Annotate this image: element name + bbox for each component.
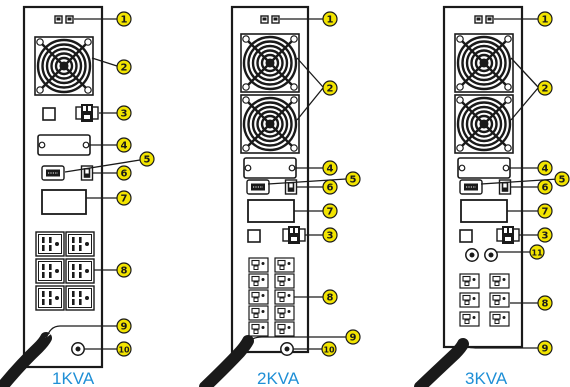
3kva-switch-icon[interactable] [459, 229, 473, 243]
model-label-2kva: 2KVA [257, 369, 300, 387]
3kva-outlet-icon[interactable] [489, 292, 510, 308]
1kva-label-plate [41, 189, 87, 215]
3kva-outlet-icon[interactable] [459, 311, 480, 327]
2kva-outlet-icon[interactable] [248, 305, 269, 321]
callout-number-6: 6 [327, 183, 334, 194]
1kva-snmp-slot-icon[interactable] [37, 134, 91, 156]
3kva-outlet-icon[interactable] [489, 311, 510, 327]
callout-number-5: 5 [144, 155, 151, 166]
callout-number-6: 6 [542, 183, 549, 194]
2kva-outlet-icon[interactable] [248, 273, 269, 289]
1kva-input-socket-icon[interactable] [75, 103, 99, 123]
2kva-callout-badges: 1 2 4 5 6 7 3 8 9 10 [321, 11, 361, 357]
1kva-breaker-icon[interactable] [71, 342, 85, 356]
callout-number-7: 7 [327, 207, 334, 218]
3kva-breaker-icon[interactable] [484, 248, 498, 262]
2kva-outlet-icon[interactable] [274, 273, 295, 289]
ups-2kva-panel: 1 2 4 5 6 7 3 8 9 10 2KVA [199, 5, 361, 387]
ups-3kva-panel: 1 2 4 5 6 7 3 11 8 9 3KVA [414, 5, 570, 387]
2kva-switch-icon[interactable] [247, 229, 261, 243]
1kva-outlet-icon[interactable] [35, 231, 65, 257]
callout-number-4: 4 [121, 141, 128, 152]
callout-number-1: 1 [327, 15, 334, 26]
callout-number-6: 6 [121, 169, 128, 180]
2kva-outlet-icon[interactable] [274, 257, 295, 273]
callout-number-1: 1 [542, 15, 549, 26]
callout-number-9: 9 [121, 322, 128, 333]
callout-number-3: 3 [121, 109, 128, 120]
callout-number-8: 8 [327, 293, 334, 304]
callout-number-9: 9 [542, 344, 549, 355]
1kva-outlet-icon[interactable] [65, 231, 95, 257]
3kva-fan-icon [453, 93, 515, 155]
3kva-outlet-icon[interactable] [459, 273, 480, 289]
1kva-outlet-icon[interactable] [65, 258, 95, 284]
3kva-outlet-icon[interactable] [459, 292, 480, 308]
callout-number-5: 5 [559, 175, 566, 186]
1kva-rs232-port-icon[interactable] [41, 165, 65, 181]
2kva-outlet-icon[interactable] [274, 289, 295, 305]
2kva-outlet-icon[interactable] [248, 289, 269, 305]
callout-number-5: 5 [350, 175, 357, 186]
3kva-outlet-icon[interactable] [489, 273, 510, 289]
2kva-outlet-icon[interactable] [248, 257, 269, 273]
1kva-outlet-icon[interactable] [65, 285, 95, 311]
callout-number-11: 11 [531, 248, 543, 257]
model-label-1kva: 1KVA [52, 369, 95, 387]
callout-number-10: 10 [323, 345, 335, 354]
2kva-fan-icon [239, 32, 301, 94]
callout-number-4: 4 [327, 164, 334, 175]
callout-number-3: 3 [327, 231, 334, 242]
2kva-input-socket-icon[interactable] [282, 225, 306, 245]
3kva-breaker-icon[interactable] [465, 248, 479, 262]
3kva-power-cord [414, 338, 469, 387]
1kva-outlet-icon[interactable] [35, 285, 65, 311]
2kva-fan-icon [239, 93, 301, 155]
3kva-fan-icon [453, 32, 515, 94]
callout-number-9: 9 [350, 333, 357, 344]
3kva-input-socket-icon[interactable] [496, 225, 520, 245]
callout-number-2: 2 [327, 84, 334, 95]
1kva-outlet-icon[interactable] [35, 258, 65, 284]
2kva-rs232-port-icon[interactable] [246, 179, 270, 195]
callout-number-8: 8 [121, 266, 128, 277]
2kva-breaker-icon[interactable] [280, 342, 294, 356]
2kva-outlet-icon[interactable] [274, 305, 295, 321]
callout-number-3: 3 [542, 231, 549, 242]
2kva-snmp-slot-icon[interactable] [243, 157, 297, 179]
callout-number-8: 8 [542, 299, 549, 310]
callout-number-7: 7 [542, 207, 549, 218]
2kva-callout-lines [247, 18, 347, 350]
callout-number-2: 2 [121, 63, 128, 74]
model-label-3kva: 3KVA [465, 369, 508, 387]
2kva-outlet-icon[interactable] [274, 321, 295, 337]
callout-number-2: 2 [542, 84, 549, 95]
3kva-label-plate [460, 199, 508, 223]
callout-number-10: 10 [118, 345, 130, 354]
3kva-rs232-port-icon[interactable] [459, 179, 483, 195]
ups-1kva-panel: 1 2 3 4 5 6 7 8 9 10 1KVA [0, 5, 155, 387]
1kva-switch-icon[interactable] [42, 107, 56, 121]
2kva-power-cord [199, 335, 254, 387]
1kva-fan-icon [33, 35, 95, 97]
1kva-callout-lines [45, 18, 141, 350]
3kva-snmp-slot-icon[interactable] [457, 157, 511, 179]
3kva-callout-badges: 1 2 4 5 6 7 3 11 8 9 [529, 11, 570, 356]
callout-number-4: 4 [542, 164, 549, 175]
callout-number-1: 1 [121, 15, 128, 26]
1kva-callout-badges: 1 2 3 4 5 6 7 8 9 10 [116, 11, 155, 357]
1kva-power-cord [0, 332, 52, 387]
2kva-label-plate [247, 199, 295, 223]
callout-number-7: 7 [121, 194, 128, 205]
2kva-outlet-icon[interactable] [248, 321, 269, 337]
